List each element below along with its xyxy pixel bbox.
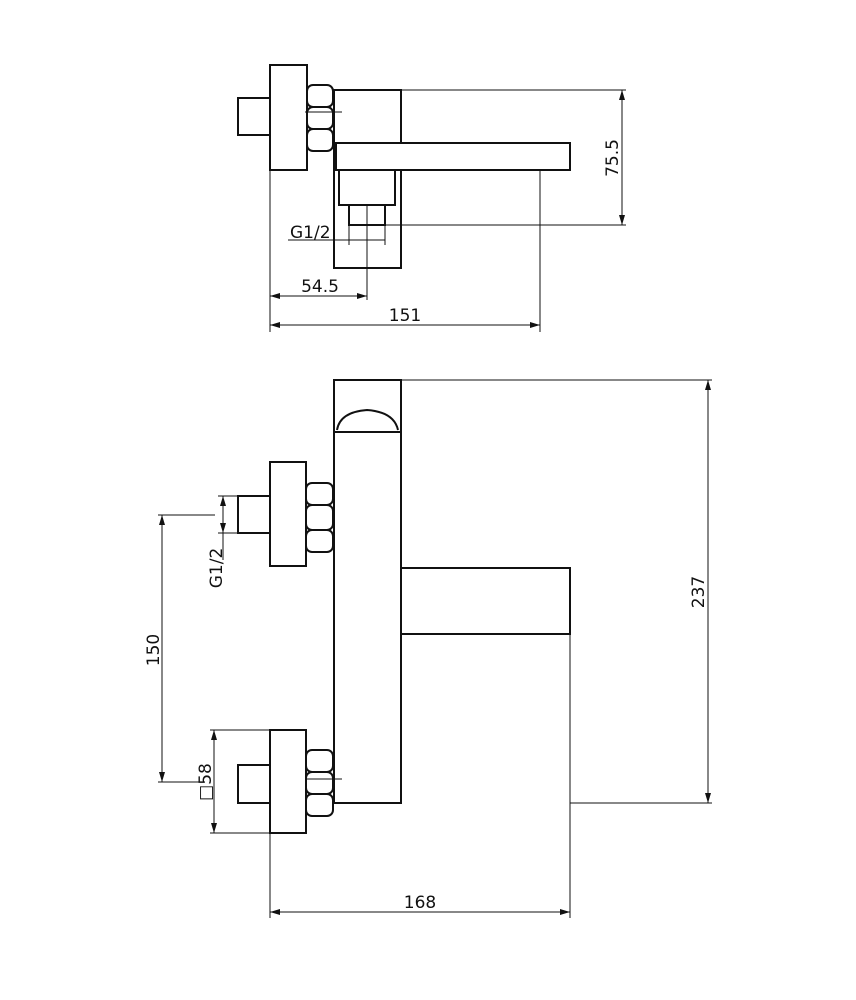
dim-height-front: 237 [689,576,709,608]
dim-thread-front: G1/2 [207,548,227,589]
spout [335,142,571,171]
flange [269,64,308,171]
hex-nut-lower [305,749,334,817]
mixer-body [333,431,402,804]
dim-centers: 150 [144,634,164,666]
dim-flange: □58 [196,763,216,801]
dim-width: 168 [404,893,436,913]
hex-nut-upper [305,482,334,553]
dim-inlet-offset: 54.5 [301,277,339,297]
spout [400,567,571,635]
flange-upper [269,461,307,567]
dim-spout-reach: 151 [389,306,421,326]
flange-lower [269,729,307,834]
outlet-neck [338,169,396,206]
inlet-stub-upper [237,495,271,534]
top-view: 75.5 G1/2 54.5 151 [237,64,626,332]
inlet-stub-lower [237,764,271,804]
handle-cap [333,379,402,433]
front-view: 237 G1/2 150 □58 168 [144,379,712,918]
handle-arc [336,408,399,431]
dim-height-top: 75.5 [603,139,623,177]
dim-thread-top: G1/2 [290,223,331,243]
hex-nut [306,84,334,152]
inlet-stub [237,97,271,136]
